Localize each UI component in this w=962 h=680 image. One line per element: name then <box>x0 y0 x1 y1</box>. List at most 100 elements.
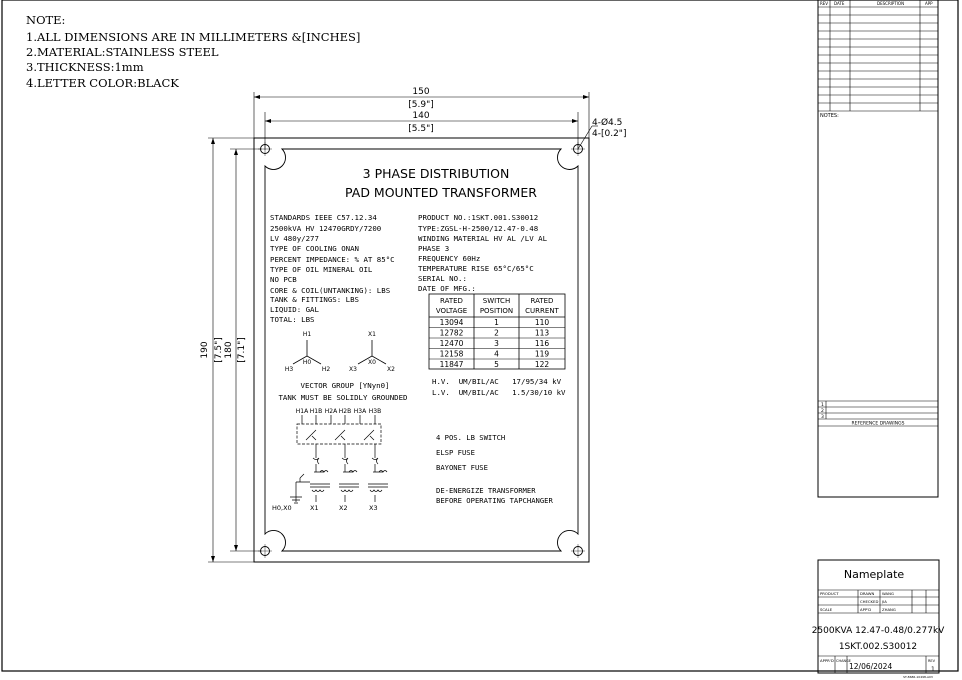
table-cell: 122 <box>535 360 550 369</box>
table-cell: 113 <box>535 329 550 338</box>
date-value: 12/06/2024 <box>849 662 892 671</box>
hv-wye-diagram <box>292 340 322 365</box>
spec-left-4: TYPE OF COOLING ONAN <box>270 244 359 253</box>
dimension-arrows <box>211 95 589 562</box>
ref-number-1: 1 <box>821 402 824 408</box>
notes-label: NOTES: <box>820 113 839 119</box>
spec-right-7: SERIAL NO.: <box>418 274 467 283</box>
ground-note: TANK MUST BE SOLIDLY GROUNDED <box>278 393 407 402</box>
spec-left-5: PERCENT IMPEDANCE: % AT 85°C <box>270 255 395 264</box>
hv-rating: H.V. UM/BIL/AC 17/95/34 kV <box>432 377 562 386</box>
table-cell: 12158 <box>440 350 464 359</box>
dim-width-inner-mm: 140 <box>412 111 429 121</box>
ref-number-3: 3 <box>821 414 824 420</box>
spec-left-9: TANK & FITTINGS: LBS <box>270 295 359 304</box>
col-header-voltage-1: RATED <box>440 297 463 305</box>
table-cell: 5 <box>494 360 499 369</box>
terminal-h0x0: H0,X0 <box>272 504 292 512</box>
table-cell: 12470 <box>440 339 464 348</box>
rev-header-description: DESCRIPTION <box>877 1 904 6</box>
spec-left-11: TOTAL: LBS <box>270 315 315 324</box>
lv-rating: L.V. UM/BIL/AC 1.5/30/10 kV <box>432 388 566 397</box>
sheet-label: REV <box>928 659 936 663</box>
terminal-x1: X1 <box>310 504 319 512</box>
hv-label-h3: H3 <box>285 366 294 373</box>
table-cell: 2 <box>494 329 499 338</box>
drawing-number: 1SKT.002.S30012 <box>839 642 917 652</box>
title-block <box>817 559 940 674</box>
note-elsp-fuse: ELSP FUSE <box>436 448 475 457</box>
right-spec-column: PRODUCT NO.:1SKT.001.S30012 TYPE:ZGSL-H-… <box>418 213 548 293</box>
dim-width-outer-in: [5.9"] <box>408 100 433 110</box>
note-line-1: 1.ALL DIMENSIONS ARE IN MILLIMETERS &[IN… <box>26 30 360 44</box>
scale-label: SCALE <box>820 607 833 612</box>
ref-number-2: 2 <box>821 408 824 414</box>
date-label: CHANGE <box>836 659 851 663</box>
dim-height-outer-mm: 190 <box>200 341 210 358</box>
drawing-description: 2500KVA 12.47-0.48/0.277kV <box>812 626 945 636</box>
terminal-x3: X3 <box>369 504 378 512</box>
spec-left-3: LV 480y/277 <box>270 234 319 243</box>
hole-centerlines <box>258 142 585 558</box>
spec-right-5: FREQUENCY 60Hz <box>418 254 480 263</box>
table-cell: 3 <box>494 339 499 348</box>
col-header-switch-2: POSITION <box>480 307 513 315</box>
bushing-labels: H1A H1B H2A H2B H3A H3B <box>296 408 381 415</box>
warning-line-1: DE-ENERGIZE TRANSFORMER <box>436 486 536 495</box>
appd-label: APPR'D <box>820 658 834 663</box>
bottom-terminal-labels: H0,X0 X1 X2 X3 <box>272 504 378 512</box>
note-lb-switch: 4 POS. LB SWITCH <box>436 433 505 442</box>
spec-left-7: NO PCB <box>270 275 297 284</box>
title-block-title: Nameplate <box>844 568 905 581</box>
table-cell: 1 <box>494 318 499 327</box>
title-block-footer: ST-8686-10498-A03 <box>903 675 933 679</box>
dim-width-inner-in: [5.5"] <box>408 124 433 134</box>
sheet-value: 1 <box>931 666 935 673</box>
vector-group: VECTOR GROUP [YNyn0] <box>301 381 390 390</box>
dim-height-inner-mm: 180 <box>224 341 234 358</box>
lv-label-x1: X1 <box>368 331 376 338</box>
left-spec-column: STANDARDS IEEE C57.12.34 2500kVA HV 1247… <box>270 213 395 324</box>
dim-height-inner-in: [7.1"] <box>237 337 247 362</box>
warning-line-2: BEFORE OPERATING TAPCHANGER <box>436 496 554 505</box>
bushing-label-h2b: H2B <box>339 408 351 415</box>
spec-left-1: STANDARDS IEEE C57.12.34 <box>270 213 377 222</box>
lv-label-x3: X3 <box>349 366 357 373</box>
spec-left-6: TYPE OF OIL MINERAL OIL <box>270 265 373 274</box>
spec-right-6: TEMPERATURE RISE 65°C/65°C <box>418 264 534 273</box>
checked-value: JIA <box>881 599 887 604</box>
table-cell: 13094 <box>440 318 464 327</box>
spec-left-10: LIQUID: GAL <box>270 305 319 314</box>
rev-header-rev: REV <box>820 1 828 6</box>
terminal-x2: X2 <box>339 504 348 512</box>
general-notes: NOTE: 1.ALL DIMENSIONS ARE IN MILLIMETER… <box>26 13 360 90</box>
bushing-label-h1b: H1B <box>310 408 322 415</box>
spec-right-8: DATE OF MFG.: <box>418 284 476 293</box>
hv-label-h1: H1 <box>303 331 312 338</box>
bushing-label-h3a: H3A <box>354 408 367 415</box>
table-cell: 119 <box>535 350 550 359</box>
table-cell: 12782 <box>440 329 464 338</box>
dim-hole-in: 4-[0.2"] <box>592 129 626 139</box>
lv-wye-diagram <box>357 340 387 365</box>
tap-table: RATED VOLTAGE SWITCH POSITION RATED CURR… <box>428 293 566 370</box>
bushing-label-h2a: H2A <box>325 408 338 415</box>
rev-header-date: DATE <box>834 1 845 6</box>
dimensions <box>208 92 598 563</box>
wiring-schematic <box>290 415 388 504</box>
reference-drawings-label: REFERENCE DRAWINGS <box>852 421 905 427</box>
spec-right-2: TYPE:ZGSL-H-2500/12.47-0.48 <box>418 224 538 233</box>
table-cell: 4 <box>494 350 499 359</box>
dim-width-outer-mm: 150 <box>412 87 429 97</box>
plate-title-line-2: PAD MOUNTED TRANSFORMER <box>345 185 537 200</box>
hv-label-h0: H0 <box>303 359 312 366</box>
approved-label: APP'D <box>860 607 871 612</box>
col-header-switch-1: SWITCH <box>483 297 510 305</box>
dim-height-outer-in: [7.5"] <box>214 337 224 362</box>
spec-right-4: PHASE 3 <box>418 244 449 253</box>
product-label: PRODUCT <box>820 591 839 596</box>
bushing-label-h3b: H3B <box>369 408 381 415</box>
plate-title-line-1: 3 PHASE DISTRIBUTION <box>363 166 510 181</box>
